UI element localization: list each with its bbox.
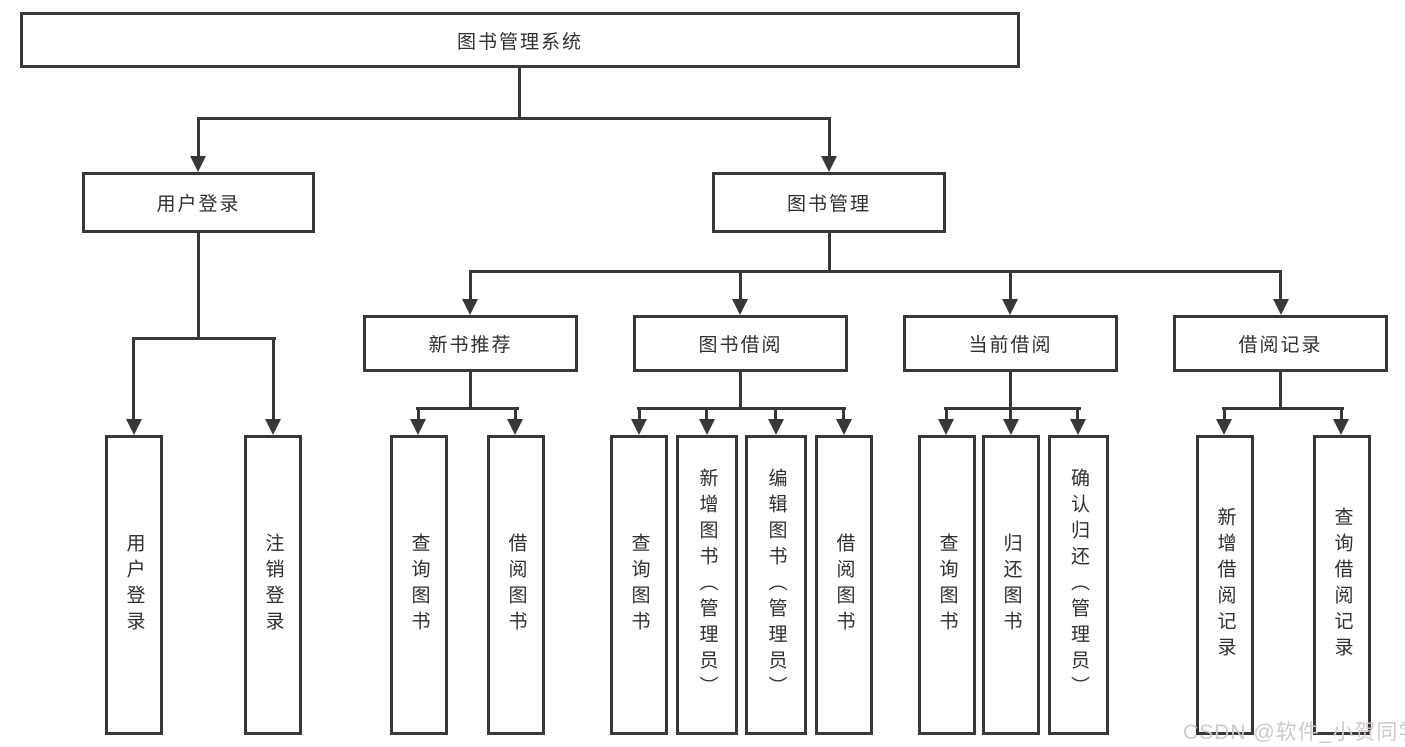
arrowhead-down [507,419,523,435]
leaf-borrow-book-2: 借阅图书 [815,435,873,735]
connector-stem [828,233,831,273]
connector-stub [514,407,517,421]
arrowhead-down [265,419,281,435]
arrowhead-down [1333,419,1349,435]
arrowhead-down [938,419,954,435]
connector-stub [774,407,777,421]
node-book-management: 图书管理 [712,172,946,233]
arrowhead-down [836,419,852,435]
connector-stub [1076,407,1079,421]
connector-stub [842,407,845,421]
arrowhead-down [410,419,426,435]
csdn-watermark: CSDN @软件_小贺同学 [1183,721,1405,744]
connector-stub [945,407,948,421]
leaf-user-login: 用户登录 [105,435,163,735]
connector-stub [417,407,420,421]
connector-stub [272,337,275,421]
node-root: 图书管理系统 [20,12,1020,68]
leaf-return-book: 归还图书 [982,435,1040,735]
connector-stub [739,270,742,301]
arrowhead-down [768,419,784,435]
arrowhead-down [821,156,837,172]
arrowhead-down [126,419,142,435]
arrowhead-down [1070,419,1086,435]
arrowhead-down [1003,419,1019,435]
connector-branch [416,407,519,410]
connector-level2-branch [469,270,1282,273]
connector-stub [638,407,641,421]
arrowhead-down [631,419,647,435]
arrowhead-down [1216,419,1232,435]
leaf-query-book-3: 查询图书 [918,435,976,735]
arrowhead-down [1273,299,1289,315]
connector-stem [1279,372,1282,410]
connector-stub [132,337,135,421]
node-user-login: 用户登录 [82,172,315,233]
leaf-borrow-book-1: 借阅图书 [487,435,545,735]
arrowhead-down [732,299,748,315]
leaf-edit-book-admin: 编辑图书（管理员） [745,435,807,735]
node-new-book-recommend: 新书推荐 [363,315,578,372]
connector-stub [1279,270,1282,301]
connector-stub [1009,270,1012,301]
connector-root-stem [518,68,521,118]
arrowhead-down [190,156,206,172]
leaf-query-book-2: 查询图书 [610,435,668,735]
arrowhead-down [1002,299,1018,315]
connector-stub [197,117,200,159]
connector-branch [944,407,1081,410]
node-borrow-record: 借阅记录 [1173,315,1388,372]
connector-stem [469,372,472,410]
connector-branch [1222,407,1344,410]
connector-stem [1009,372,1012,410]
leaf-query-book-1: 查询图书 [390,435,448,735]
connector-stub [1009,407,1012,421]
leaf-add-borrow-record: 新增借阅记录 [1196,435,1254,735]
connector-stem [197,233,200,339]
connector-stub [1223,407,1226,421]
leaf-query-borrow-record: 查询借阅记录 [1313,435,1371,735]
connector-stub [828,117,831,159]
connector-stub [1340,407,1343,421]
connector-stub [469,270,472,301]
arrowhead-down [699,419,715,435]
node-current-borrow: 当前借阅 [903,315,1118,372]
leaf-confirm-return-admin: 确认归还（管理员） [1048,435,1109,735]
leaf-logout: 注销登录 [244,435,302,735]
node-book-borrow: 图书借阅 [633,315,848,372]
connector-branch [637,407,846,410]
connector-stem [739,372,742,410]
connector-level1-branch [197,117,831,120]
arrowhead-down [462,299,478,315]
connector-stub [705,407,708,421]
connector-branch [132,337,276,340]
leaf-add-book-admin: 新增图书（管理员） [676,435,738,735]
